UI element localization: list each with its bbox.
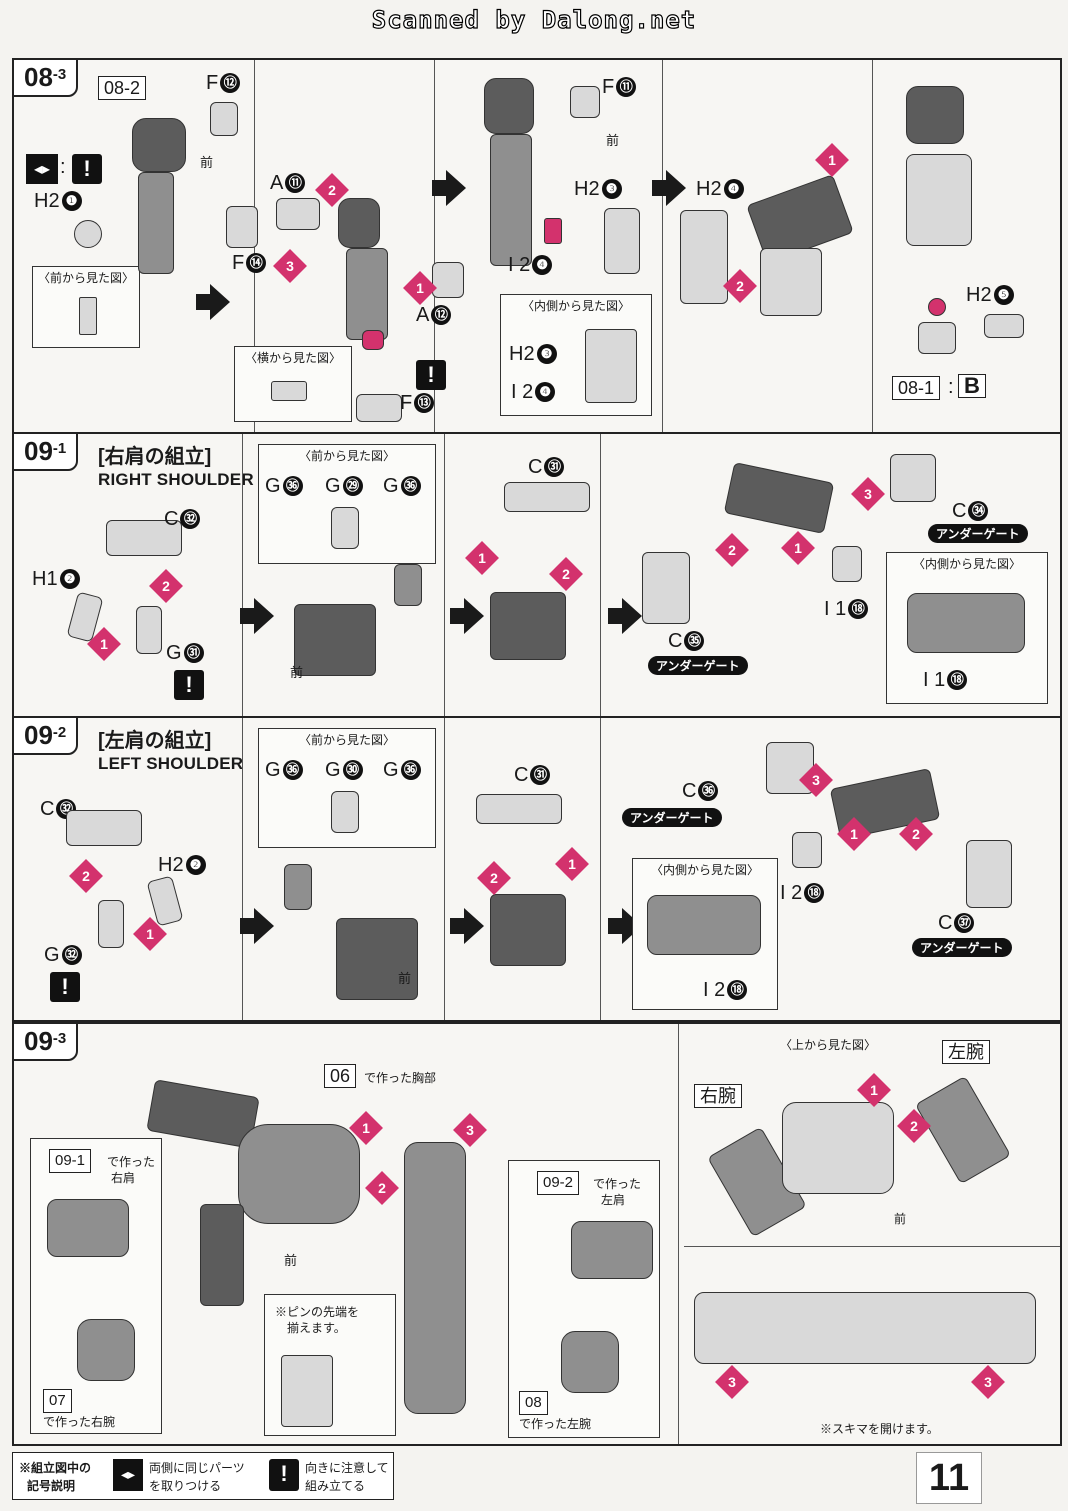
part-g32: [98, 900, 124, 948]
part-a12: [432, 262, 464, 298]
pin-note-box: ※ピンの先端を 揃えます。: [264, 1294, 396, 1436]
part-c37: [966, 840, 1012, 908]
caution-icon: !: [72, 154, 102, 184]
view-top-caption: 〈上から見た図〉: [780, 1038, 877, 1052]
gap-note: ※スキマを開けます。: [820, 1422, 939, 1436]
part-shoulder-armor: [723, 461, 835, 535]
step-09-3-panel: 09-3 06 で作った胸部 1 2 3 前 09-1 で作った 右肩 07 で…: [12, 1022, 1062, 1446]
part-chest: [238, 1124, 360, 1224]
part-c32: [106, 520, 182, 556]
part-torso-leg: [200, 1204, 244, 1306]
part-h2-4: [680, 210, 728, 304]
under-gate-badge: アンダーゲート: [648, 656, 748, 675]
view-front-box: 〈前から見た図〉: [32, 266, 140, 348]
page-number: 11: [916, 1452, 982, 1504]
left-arm-label: 左腕: [942, 1040, 990, 1064]
ref-06: 06: [324, 1064, 357, 1088]
part-elbow-2: [484, 78, 534, 134]
ref-08-1: 08-1: [892, 376, 941, 400]
part-assembled-top: [694, 1292, 1036, 1364]
part-forearm-armor: [760, 248, 822, 316]
part-f13: [356, 394, 402, 422]
right-arm-label: 右腕: [694, 1084, 742, 1108]
part-forearm-frame: [346, 248, 388, 340]
next-arrow: [196, 284, 230, 320]
part-c34: [890, 454, 936, 502]
part-hand-joint: [918, 322, 956, 354]
front-dir: 前: [200, 155, 214, 170]
part-c35: [642, 552, 690, 624]
part-h2-3: [604, 208, 640, 274]
caution-legend-icon: !: [269, 1459, 299, 1491]
ref-08-2: 08-2: [98, 76, 147, 100]
step-tag-09-3: 09-3: [14, 1024, 79, 1061]
part-f12: [210, 102, 238, 136]
scanner-watermark: Scanned by Dalong.net: [371, 5, 697, 34]
part-forearm-2: [490, 134, 532, 266]
part-elbow: [338, 198, 380, 248]
same-parts-icon: ◂▸: [26, 154, 58, 184]
title-left-shoulder-en: LEFT SHOULDER: [98, 754, 244, 773]
ref-part-b: B: [958, 374, 986, 398]
view-side-box: 〈横から見た図〉: [234, 346, 352, 422]
part-left-arm-big: [404, 1142, 466, 1414]
part-top-chest: [782, 1102, 894, 1194]
part-upper-arm-3: [906, 86, 964, 144]
part-pink-joint: [362, 330, 384, 350]
part-frame-09-1: [294, 604, 376, 676]
part-c36: [766, 742, 814, 794]
ref-08: 08: [519, 1391, 548, 1415]
part-frame-09-1b: [490, 592, 566, 660]
part-f14: [226, 206, 258, 248]
part-f11: [570, 86, 600, 118]
part-frame-09-2: [336, 918, 418, 1000]
part-ring: [74, 220, 102, 248]
part-top-left-arm: [914, 1075, 1012, 1185]
part-c32-left: [66, 810, 142, 846]
ref-box-09-1: 09-1 で作った 右肩 07 で作った右腕: [30, 1138, 162, 1434]
part-upper-arm: [138, 172, 174, 274]
same-parts-legend-icon: ◂▸: [113, 1459, 143, 1491]
part-frame-09-2b: [490, 894, 566, 966]
step-tag-08-3: 08-3: [14, 60, 79, 97]
part-shoulder-joint: [132, 118, 186, 172]
part-i1-18: [832, 546, 862, 582]
part-i2-18: [792, 832, 822, 868]
title-right-shoulder-en: RIGHT SHOULDER: [98, 470, 254, 489]
symbol-legend: ※組立図中の 記号説明 ◂▸ 両側に同じパーツ を取りつける ! 向きに注意して…: [12, 1452, 394, 1500]
step-tag-09-1: 09-1: [14, 434, 79, 471]
step-tag-09-2: 09-2: [14, 718, 79, 755]
part-c31-left: [476, 794, 562, 824]
title-right-shoulder-jp: [右肩の組立]: [98, 446, 212, 468]
part-a11: [276, 198, 320, 230]
part-g31: [136, 606, 162, 654]
ref-box-09-2: 09-2 で作った 左肩 08 で作った左腕: [508, 1160, 660, 1438]
ref-07: 07: [43, 1389, 72, 1413]
part-h2-5: [984, 314, 1024, 338]
part-i2-4: [544, 218, 562, 244]
part-forearm-3: [906, 154, 972, 246]
part-c31: [504, 482, 590, 512]
title-left-shoulder-jp: [左肩の組立]: [98, 730, 212, 752]
